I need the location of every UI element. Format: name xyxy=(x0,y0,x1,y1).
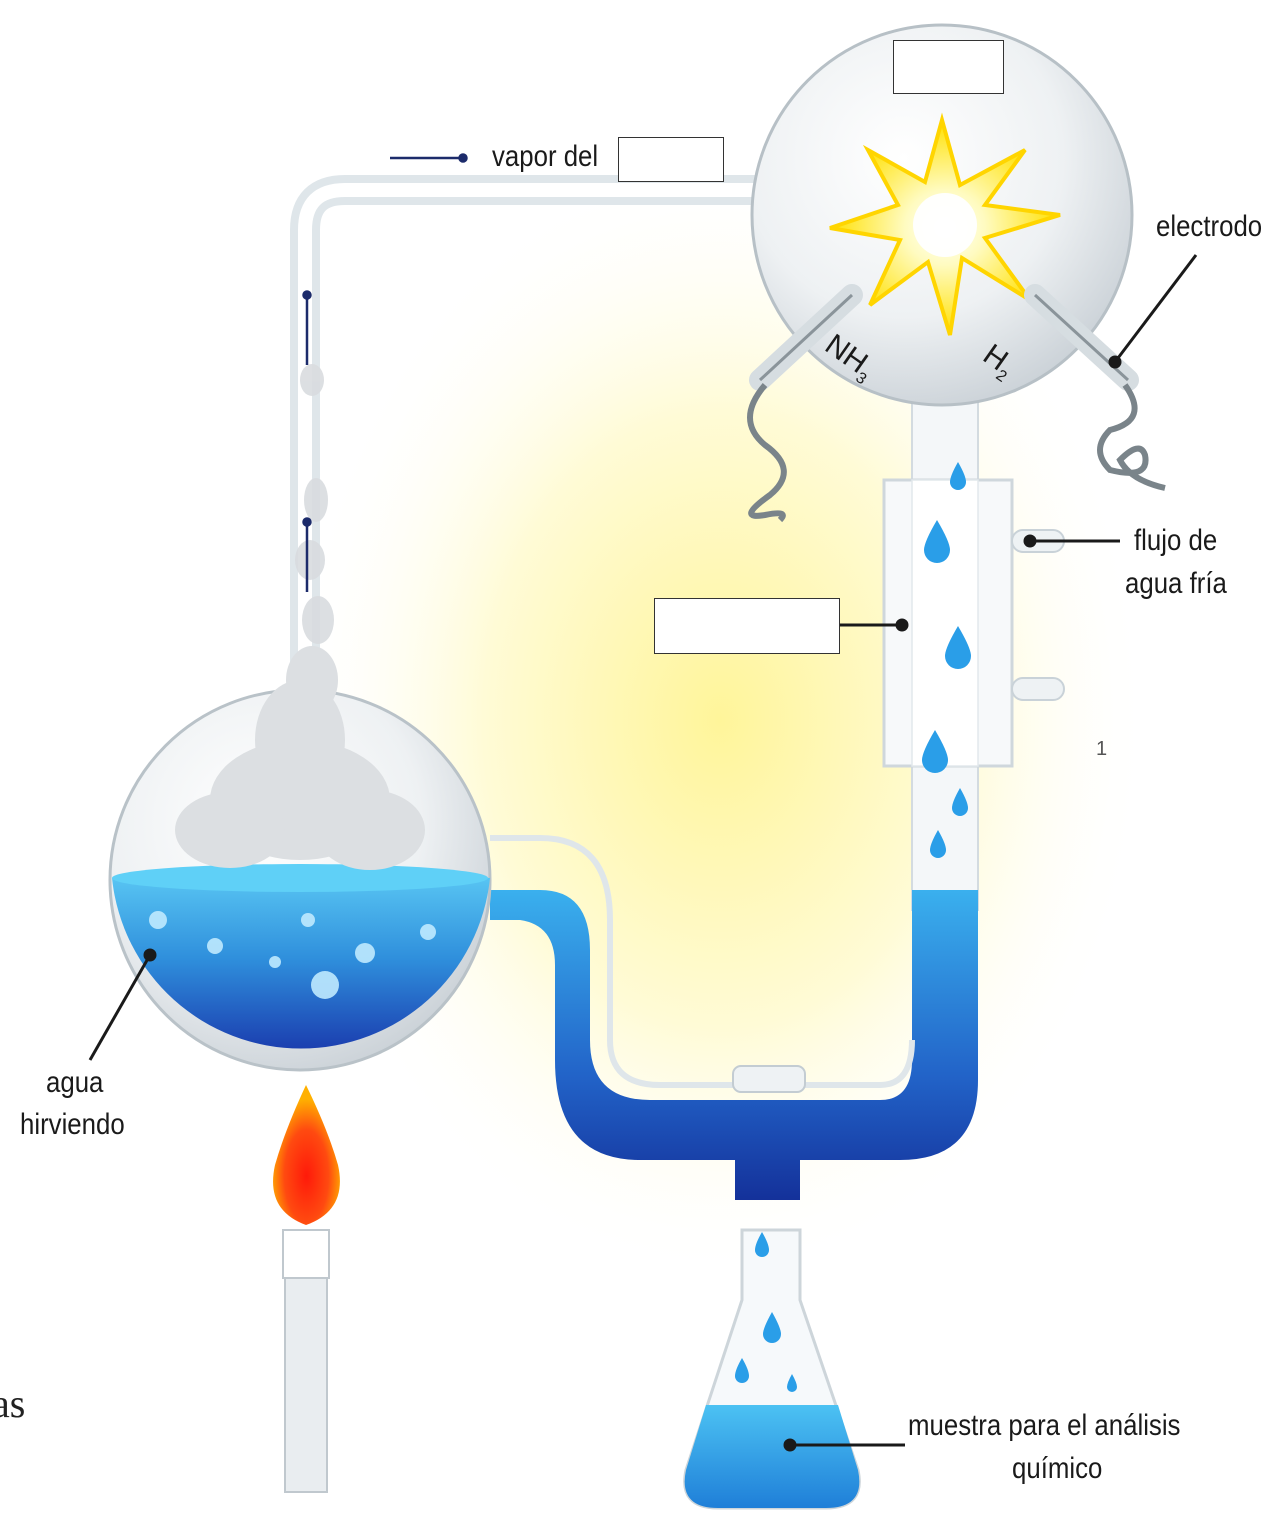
flask-top-answer-box[interactable] xyxy=(893,40,1004,94)
cold-water-outlet xyxy=(1011,677,1065,701)
margin-mark: 1 xyxy=(1096,738,1108,760)
margin-fragment: as xyxy=(0,1381,26,1426)
boiling-water xyxy=(112,869,490,1049)
flame xyxy=(273,1085,340,1225)
cold-water-label-line1: flujo de xyxy=(1134,524,1218,557)
condenser-answer-box[interactable] xyxy=(654,598,840,654)
water-drops xyxy=(922,462,971,858)
u-trap-water xyxy=(490,890,978,1200)
sample-water xyxy=(684,1405,860,1508)
boiling-vapor-cloud xyxy=(175,646,425,870)
stopcock xyxy=(732,1065,806,1093)
vapor-answer-box[interactable] xyxy=(618,137,724,182)
flask-drops xyxy=(735,1232,797,1392)
boiling-label-line2: hirviendo xyxy=(20,1108,125,1141)
vapor-pointer xyxy=(390,153,468,163)
sample-label-line1: muestra para el análisis xyxy=(908,1409,1181,1442)
cold-water-label-line2: agua fría xyxy=(1125,567,1227,600)
sample-label-line2: químico xyxy=(1012,1452,1103,1485)
pointer-lines xyxy=(88,254,1198,1452)
vapor-label: vapor del xyxy=(492,140,599,173)
electrode-left xyxy=(747,284,863,523)
boiling-label-line1: agua xyxy=(46,1066,104,1099)
electrode-label: electrodo xyxy=(1156,210,1263,243)
upward-markers xyxy=(302,290,312,592)
